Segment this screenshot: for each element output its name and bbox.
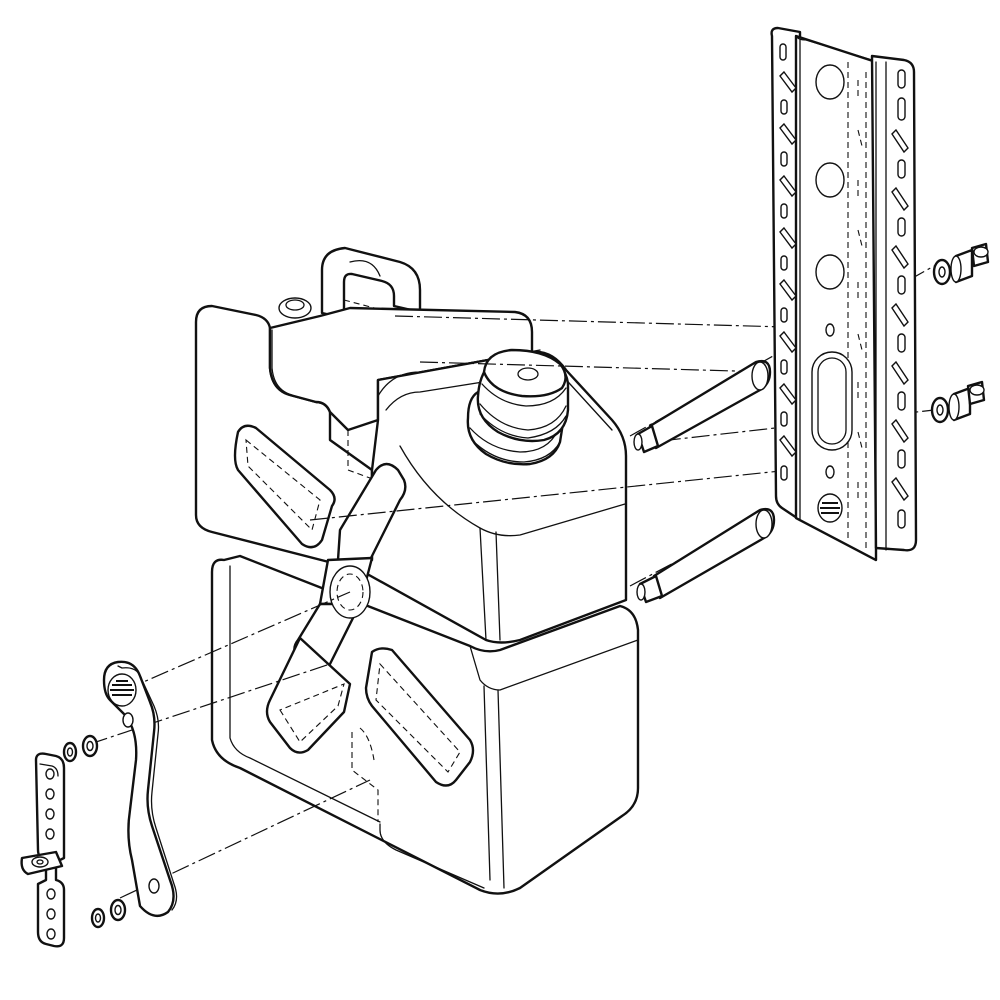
washer-left-2 <box>81 734 99 758</box>
mounting-rail <box>770 26 918 562</box>
jerry-can <box>194 246 640 895</box>
washer-left-4 <box>109 898 127 922</box>
rail-grommet <box>817 493 843 523</box>
can-upper-shoulder <box>268 306 534 432</box>
bolt-lower <box>948 380 986 422</box>
standoff-pin-lower <box>636 507 776 604</box>
rail-oval-cutout <box>811 351 853 451</box>
hinge-plate <box>20 752 66 948</box>
washer-lower-right <box>930 396 950 424</box>
rail-hole-5 <box>825 465 835 479</box>
lever-bracket <box>102 660 178 918</box>
rail-web <box>794 34 878 562</box>
washer-left-3 <box>90 907 106 929</box>
rail-left-slots <box>779 43 797 481</box>
rail-hole-4 <box>825 323 835 337</box>
vent-boss <box>278 297 312 319</box>
rail-right-slots <box>891 69 909 529</box>
lever-end-hole <box>148 878 160 894</box>
standoff-pin-upper <box>633 359 772 454</box>
hinge-knuckle <box>20 850 64 876</box>
x-recess <box>233 424 475 822</box>
rail-right-flange <box>870 54 918 552</box>
rail-hole-1 <box>815 64 845 100</box>
rail-hole-2 <box>815 162 845 198</box>
washer-upper-right <box>932 258 952 286</box>
washer-left-1 <box>62 741 78 763</box>
lever-pivot-hole <box>122 712 134 728</box>
rail-hole-3 <box>815 254 845 290</box>
lever-grommet <box>107 673 137 707</box>
bolt-upper <box>950 242 990 284</box>
cap <box>466 348 570 466</box>
